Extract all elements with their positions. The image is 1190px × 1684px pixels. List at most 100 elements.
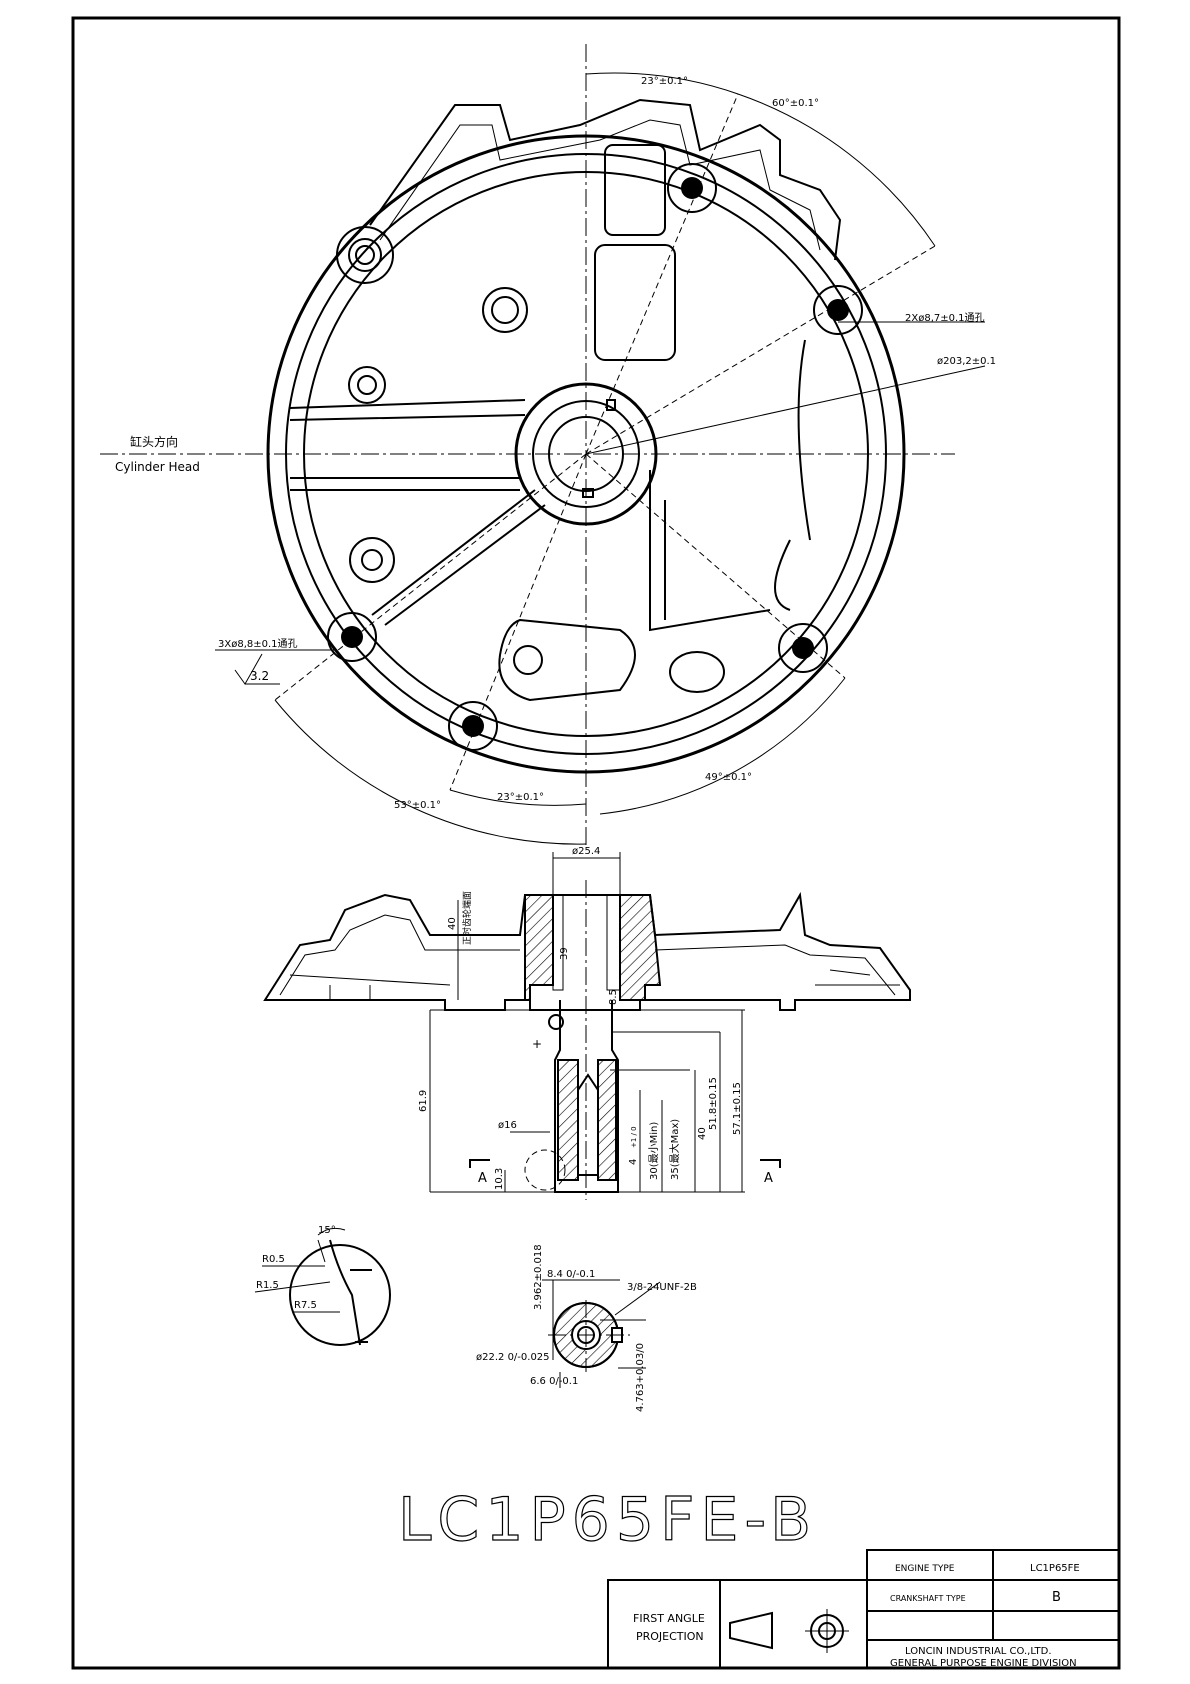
- bolt-hole-right-upper: [813, 285, 863, 335]
- engine-type-value: LC1P65FE: [1030, 1563, 1080, 1574]
- dim-len-51-8: 51.8±0.15: [708, 1077, 719, 1130]
- dim-len-57-1: 57.1±0.15: [732, 1082, 743, 1135]
- shaft-dim-66: 6.6 0/-0.1: [530, 1376, 578, 1387]
- title-block: FIRST ANGLE PROJECTION ENGINE TYPE LC1P6…: [607, 1549, 1120, 1669]
- roughness-symbol: [234, 653, 280, 685]
- dim-roughness: 3.2: [250, 669, 269, 683]
- small-boss-upper-inner: [491, 296, 519, 324]
- hub-outer: [514, 382, 658, 526]
- outer-flange-outer: [266, 134, 906, 774]
- shaft-dim-84: 8.4 0/-0.1: [547, 1269, 595, 1280]
- radial-line-right-lower: [585, 453, 846, 679]
- small-boss-upper: [482, 287, 528, 333]
- arc-ang-top-23: [585, 72, 739, 95]
- lower-right-oval: [669, 651, 725, 693]
- shaft-key-depth: 4.763+0.03/0: [635, 1343, 646, 1412]
- arc-ang-bot-23: [449, 789, 587, 806]
- projection-cone-icon: [729, 1611, 773, 1650]
- dia-leader-203: [585, 365, 986, 455]
- fillet-r15: R1.5: [256, 1280, 279, 1291]
- hub-section-right: [619, 894, 662, 1001]
- dia-16-circle: [524, 1149, 566, 1191]
- section-housing-outline: [263, 891, 911, 1011]
- dim-ang-49: 49°±0.1°: [705, 772, 752, 783]
- bolt-hole-top: [667, 163, 717, 213]
- engine-type-label: ENGINE TYPE: [895, 1564, 955, 1574]
- cylinder-head-en: Cylinder Head: [115, 460, 200, 474]
- arc-ang-top-60: [737, 93, 936, 247]
- hub-bearing-right: [606, 894, 621, 991]
- dim-tap-4-tol: +1 / 0: [630, 1126, 638, 1148]
- detail-fillet: 15° R0.5 R1.5 R7.5: [254, 1225, 391, 1346]
- fillet-angle: 15°: [318, 1225, 336, 1236]
- section-a-left-marker: [469, 1159, 490, 1168]
- right-boss-rib: [774, 339, 811, 611]
- dim-tap-4: 4: [628, 1159, 639, 1165]
- dim-h-40-cn: 40: [447, 917, 458, 930]
- inner-rim: [303, 171, 869, 737]
- company-line1: LONCIN INDUSTRIAL CO.,LTD.: [905, 1646, 1052, 1657]
- hub-section-left: [524, 894, 554, 1001]
- projection-line2: PROJECTION: [636, 1630, 704, 1643]
- shaft-dia-222: ø22.2 0/-0.025: [476, 1352, 550, 1363]
- hub-bearing-left: [552, 894, 564, 991]
- outer-flange-inner: [285, 153, 887, 755]
- top-pocket: [604, 144, 666, 236]
- dim-len-10-3: 10.3: [494, 1168, 505, 1190]
- projection-line1: FIRST ANGLE: [633, 1612, 705, 1625]
- detail-shaft: 3.962±0.018 8.4 0/-0.1 3/8-24UNF-2B ø22.…: [476, 1244, 697, 1412]
- company-line2: GENERAL PURPOSE ENGINE DIVISION: [890, 1658, 1077, 1669]
- bolt-hole-bottom: [448, 701, 498, 751]
- dim-max-35: 35(最大Max): [668, 1119, 681, 1180]
- dim-min-30: 30(最小Min): [648, 1122, 660, 1180]
- section-housing-inner: [279, 914, 896, 996]
- dim-ang-top-60: 60°±0.1°: [772, 98, 819, 109]
- section-a-left: A: [478, 1171, 487, 1186]
- section-a-right-marker: [760, 1159, 781, 1168]
- boss-lower-left: [349, 537, 395, 583]
- projection-circles-icon: [805, 1609, 849, 1653]
- diagonal-web: [371, 489, 546, 626]
- arc-ang-49: [599, 677, 846, 815]
- dim-ang-53: 53°±0.1°: [394, 800, 441, 811]
- crankshaft-type-label: CRANKSHAFT TYPE: [890, 1594, 966, 1603]
- boss-upper-left: [336, 226, 394, 284]
- center-pocket: [594, 244, 676, 361]
- dim-holes-2x: 2Xø8,7±0.1通孔: [905, 312, 985, 324]
- shaft-tip-circle: [548, 1014, 564, 1030]
- fillet-r75: R7.5: [294, 1300, 317, 1311]
- section-a-right: A: [764, 1171, 773, 1186]
- dim-ang-top-23: 23°±0.1°: [641, 76, 688, 87]
- boss-mid-left: [348, 366, 386, 404]
- fillet-r05: R0.5: [262, 1254, 285, 1265]
- hub-keyway-bottom: [582, 488, 594, 498]
- front-view: 缸头方向 Cylinder Head 23°±0.1° 60°±0.1° 2Xø…: [100, 44, 996, 845]
- top-housing-inner: [379, 119, 821, 251]
- cylinder-head-cn: 缸头方向: [130, 434, 178, 449]
- lower-oval-pocket: [498, 618, 636, 702]
- crankshaft-section: [557, 1059, 579, 1181]
- section-right-flange: [815, 969, 900, 986]
- section-view: ø25.4: [263, 846, 911, 1200]
- top-housing: [369, 98, 842, 261]
- left-arm: [289, 399, 526, 491]
- radial-line-top: [585, 93, 739, 455]
- dim-h-8-5: 8.5: [608, 989, 619, 1005]
- lower-boss: [513, 645, 543, 675]
- bolt-hole-left: [327, 612, 377, 662]
- crankshaft-outline: [554, 1000, 619, 1193]
- arc-ang-53: [274, 699, 587, 845]
- crankshaft-type-value: B: [1052, 1590, 1061, 1605]
- dim-ang-bot-23: 23°±0.1°: [497, 792, 544, 803]
- bolt-hole-right-lower: [778, 623, 828, 673]
- dim-h-39: 39: [559, 947, 570, 960]
- hub-inner: [548, 416, 624, 492]
- plus-mark: +: [532, 1037, 542, 1051]
- crankshaft-section-r: [597, 1059, 617, 1181]
- model-title: LC1P65FE-B: [398, 1485, 817, 1555]
- radial-line-left: [274, 453, 587, 701]
- drawing-border: [71, 16, 1121, 1670]
- hub-mid: [532, 400, 640, 508]
- dim-dia-16: ø16: [498, 1120, 517, 1131]
